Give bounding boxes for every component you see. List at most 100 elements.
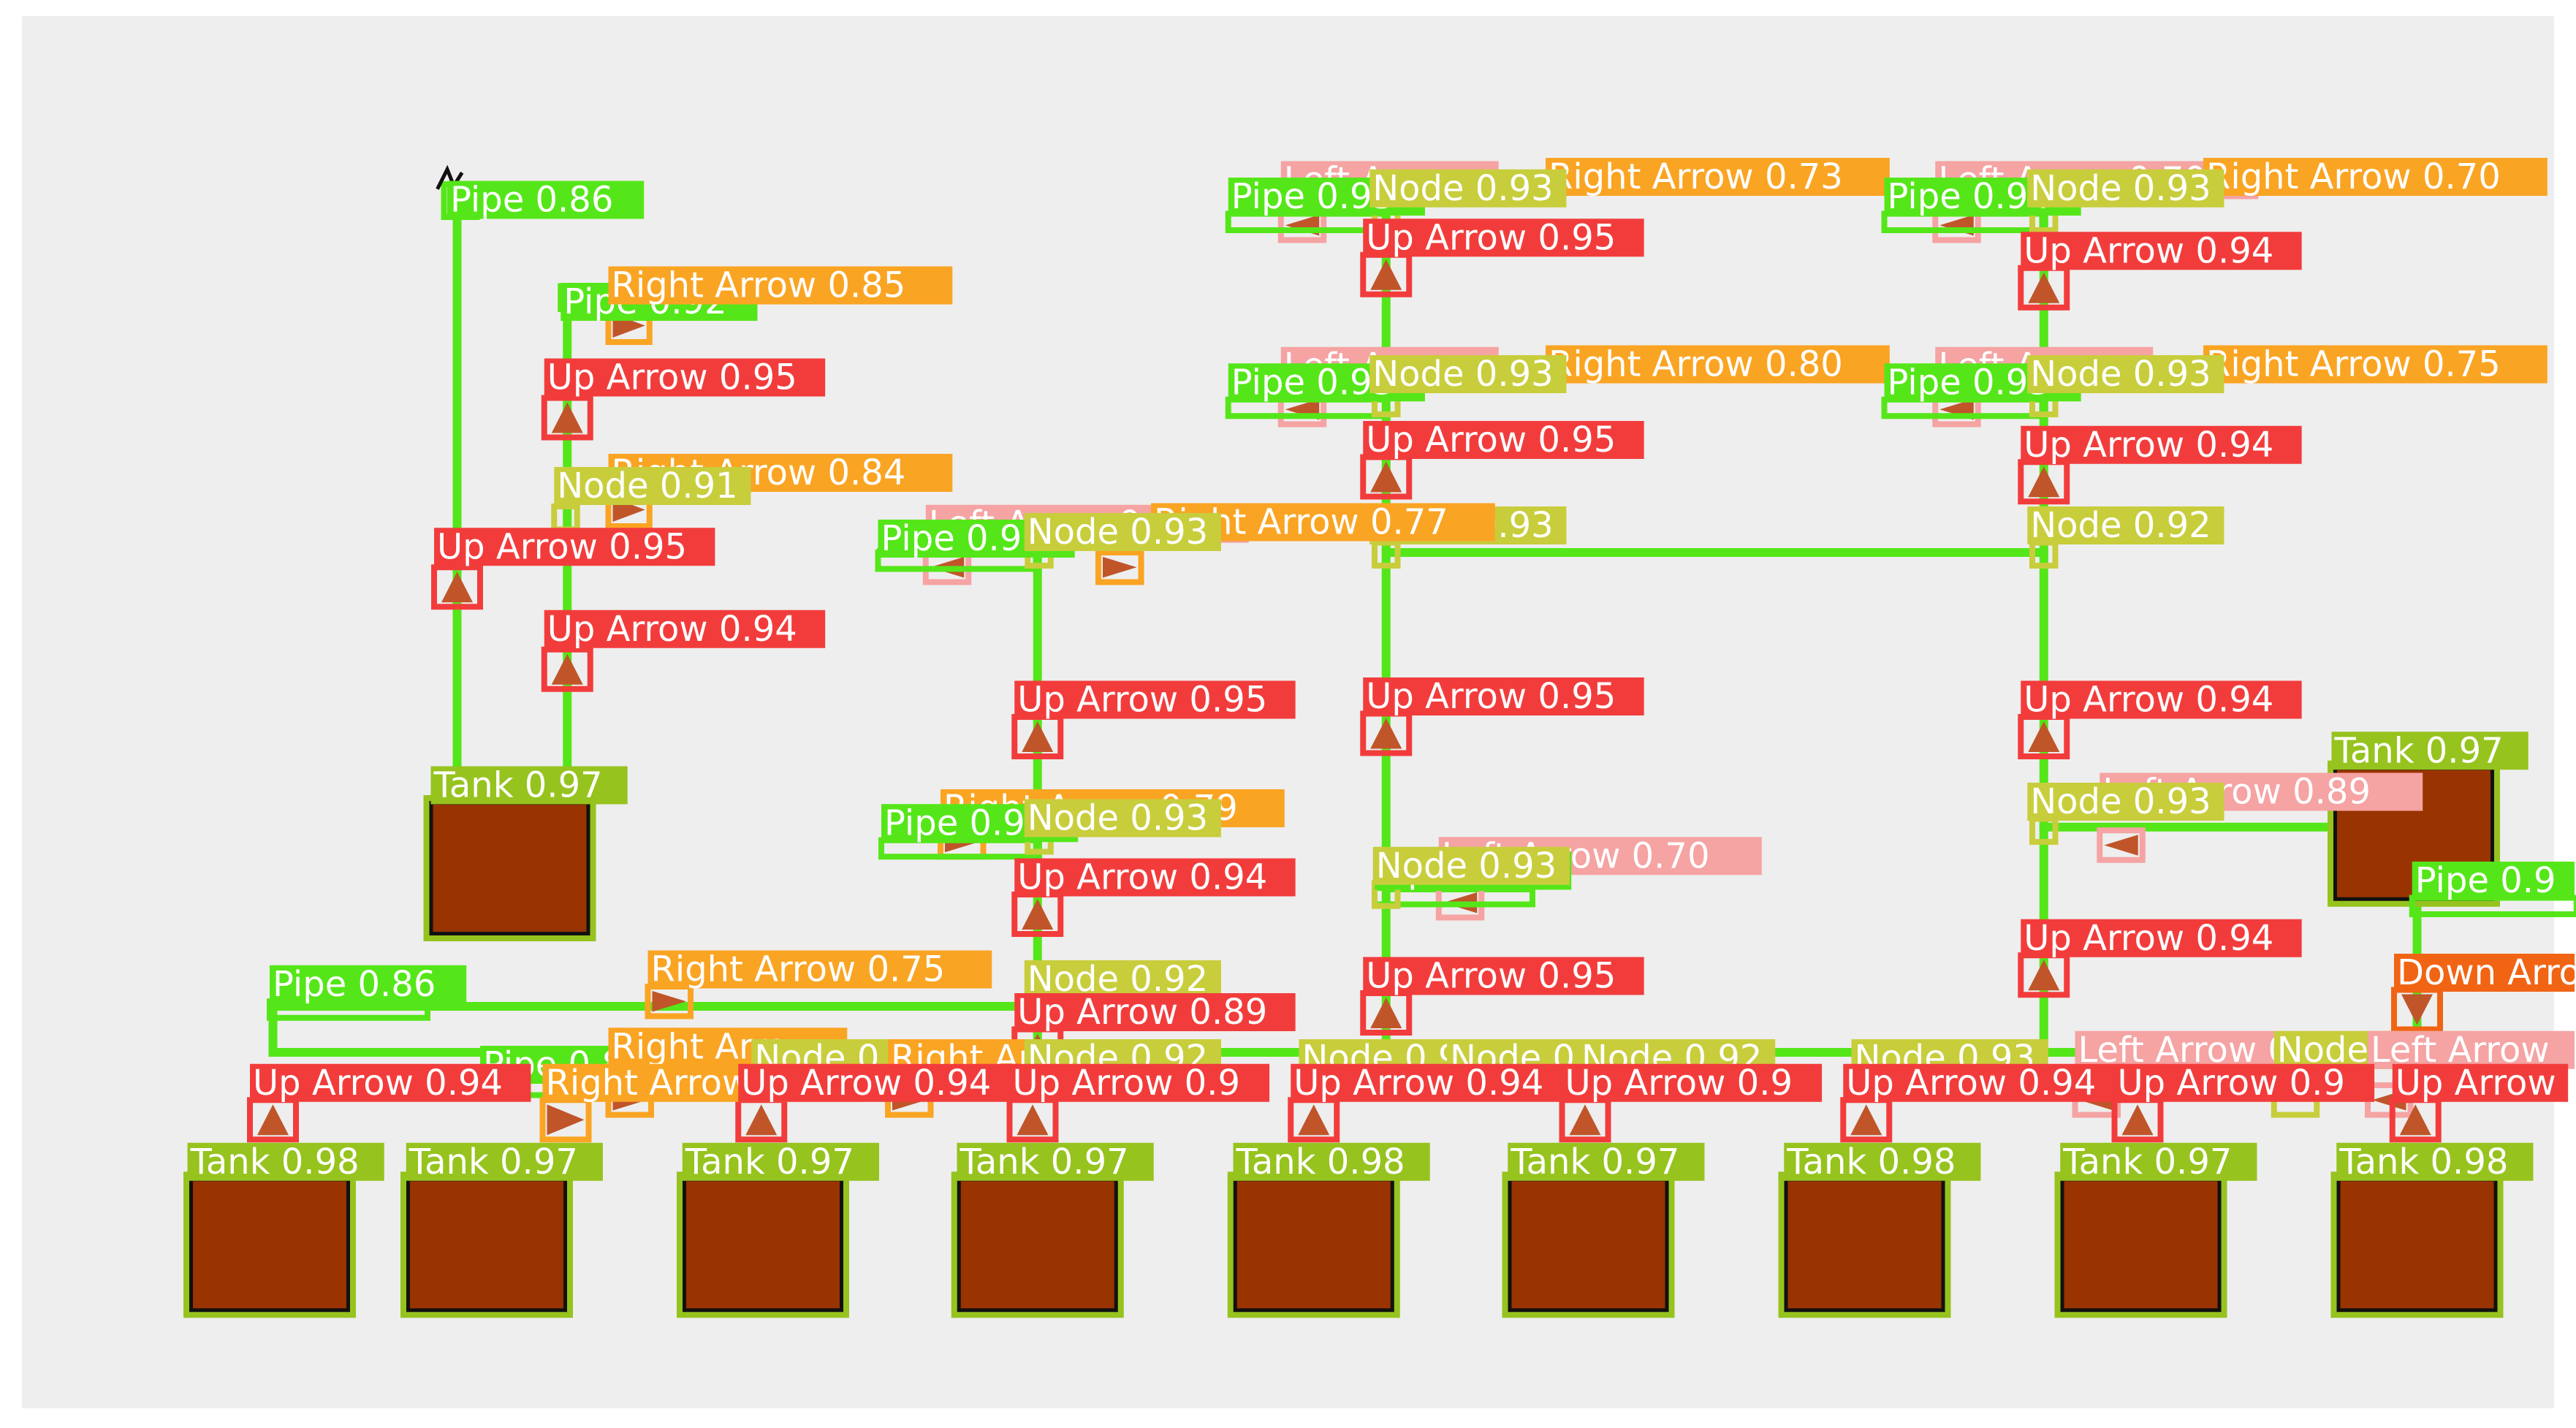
right-arrow-label: Right Arrow 0.73 [1546, 156, 1890, 197]
label-background [544, 358, 826, 397]
up-arrow-glyph [2121, 1104, 2154, 1136]
tank-label: Tank 0.97 [682, 1142, 879, 1182]
pipe-label: Pipe 0.93 [1228, 362, 1425, 403]
tank-symbol [1783, 1177, 1946, 1313]
tank-label: Tank 0.97 [2060, 1142, 2257, 1182]
label-text: Tank 0.97 [1510, 1142, 1679, 1182]
label-background [1784, 1142, 1981, 1181]
node-label: Node 0.93 [2027, 781, 2224, 822]
up-arrow-label: Up Arrow 0.94 [2021, 918, 2302, 959]
label-text: Node 0.92 [1027, 959, 1208, 1000]
down-arrow-glyph [2401, 994, 2433, 1025]
up-arrow-label: Up Arrow 0.9 [1562, 1063, 1823, 1104]
tank-label: Tank 0.98 [1233, 1142, 1430, 1182]
node-label: Node 0.93 [2027, 354, 2224, 395]
up-arrow-glyph [1370, 718, 1402, 749]
up-arrow-detection-box [541, 646, 593, 692]
tank-symbol [956, 1177, 1119, 1313]
label-background [2203, 158, 2547, 196]
label-text: Tank 0.97 [2334, 730, 2504, 771]
right-arrow-detection-box [1095, 550, 1144, 585]
label-background [406, 1142, 603, 1181]
label-text: Up Arrow 0.94 [2024, 680, 2273, 721]
label-background [647, 950, 992, 989]
label-background [608, 266, 953, 305]
node-label: Node 0.92 [1024, 959, 1221, 1000]
label-background [2060, 1142, 2257, 1181]
label-text: Up Arrow 0.94 [253, 1063, 503, 1104]
label-text: Up Arrow 0.95 [1366, 217, 1616, 258]
label-text: Node 0.93 [2030, 354, 2211, 395]
tank-symbol [2059, 1177, 2222, 1313]
up-arrow-glyph [1298, 1104, 1330, 1136]
label-text: Node 0.93 [1027, 798, 1208, 839]
label-text: Up Arrow 0.9 [1013, 1063, 1240, 1104]
label-background [1291, 1063, 1572, 1102]
label-background [957, 1142, 1154, 1181]
node-label: Node 0.93 [1369, 168, 1567, 209]
label-background [1014, 858, 1296, 897]
label-background [1024, 799, 1221, 838]
right-arrow-label: Right Arrow 0.70 [2203, 156, 2547, 197]
label-text: Tank 0.98 [2338, 1142, 2508, 1182]
right-arrow-label: Right Arrow 0.75 [647, 949, 992, 990]
label-background [682, 1142, 879, 1181]
up-arrow-label: Up Arrow 0.95 [1363, 956, 1644, 997]
label-text: Up Arrow 0.95 [1017, 680, 1267, 721]
node-label: Node 0.93 [1369, 354, 1567, 395]
label-background [2203, 345, 2547, 384]
node-label: Node 0.93 [2027, 168, 2224, 209]
right-arrow-label: Right Arrow 0.80 [1546, 344, 1890, 385]
up-arrow-glyph [1022, 721, 1054, 752]
tank-symbol [189, 1177, 351, 1313]
label-background [1363, 421, 1644, 459]
pipe-label: Pipe 0.86 [447, 180, 645, 221]
up-arrow-label: Up Arrow 0.94 [2021, 230, 2302, 271]
left-arrow-glyph [2104, 835, 2138, 856]
label-text: Up Arrow 0.94 [547, 609, 797, 650]
instrument-mark-icon [436, 164, 464, 190]
down-arrow-label: Down Arrow [2394, 952, 2576, 993]
label-text: Tank 0.97 [433, 765, 603, 806]
label-background [1546, 345, 1890, 384]
label-text: Up Arrow 0.89 [1017, 992, 1267, 1033]
left-arrow-label: Left Arrow [2368, 1030, 2575, 1071]
label-text: Tank 0.98 [1236, 1142, 1405, 1182]
tank-symbol [428, 800, 591, 936]
label-text: Node 0.93 [2030, 781, 2211, 822]
tank-symbol [1507, 1177, 1670, 1313]
label-background [1372, 846, 1570, 885]
label-text: Right Arrow 0.75 [2206, 344, 2501, 385]
up-arrow-glyph [2028, 960, 2060, 991]
label-background [270, 965, 467, 1003]
tank-label: Tank 0.97 [957, 1142, 1154, 1182]
right-arrow-glyph [1103, 557, 1137, 578]
label-background [1363, 957, 1644, 995]
tank-label: Tank 0.97 [406, 1142, 603, 1182]
up-arrow-label: Up Arrow 0.94 [1291, 1063, 1572, 1104]
pipe-label: Pipe 0.93 [1884, 362, 2081, 403]
label-text: Right Arrow 0.80 [1549, 344, 1843, 385]
label-text: Node 0.91 [557, 466, 737, 506]
label-background [2027, 169, 2224, 208]
label-text: Up Arrow 0.94 [1293, 1063, 1543, 1104]
label-text: Up Arrow 0.94 [2024, 230, 2273, 271]
label-text: Tank 0.98 [190, 1142, 360, 1182]
label-background [2027, 355, 2224, 393]
up-arrow-glyph [441, 571, 473, 603]
label-background [2392, 1063, 2569, 1102]
tank-label: Tank 0.98 [2336, 1142, 2534, 1182]
label-text: Node 0.93 [1376, 846, 1557, 886]
label-background [2027, 783, 2224, 821]
label-text: Pipe 0.93 [1888, 362, 2051, 403]
label-text: Tank 0.97 [685, 1142, 854, 1182]
label-text: Up Arrow 0.95 [437, 526, 687, 567]
label-text: Node 0.92 [2030, 505, 2211, 546]
up-arrow-label: Up Arrow 0.95 [544, 357, 826, 398]
label-text: Up Arrow 0.9 [1565, 1063, 1793, 1104]
label-text: Tank 0.97 [2062, 1142, 2232, 1182]
label-text: Left Arrow [2371, 1030, 2550, 1071]
label-background [2027, 506, 2224, 544]
right-arrow-glyph [652, 991, 686, 1012]
label-background [544, 609, 826, 648]
